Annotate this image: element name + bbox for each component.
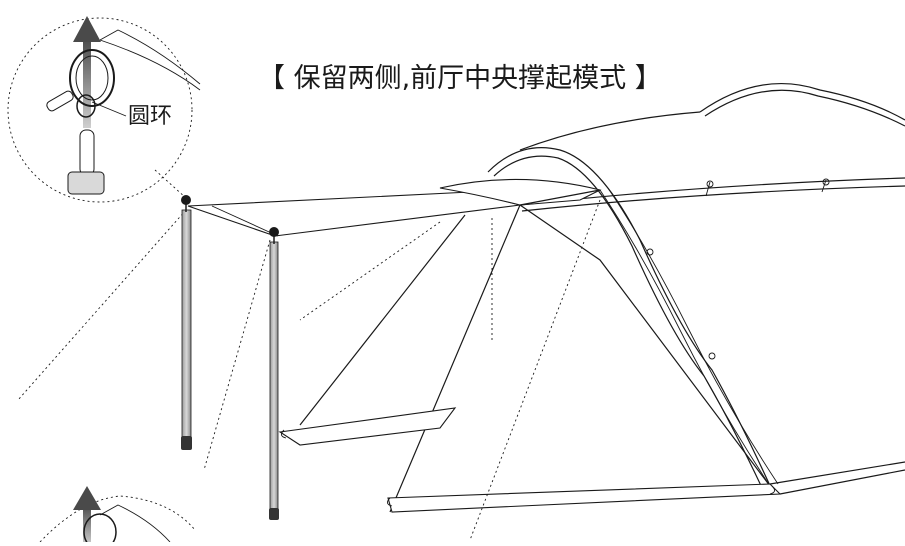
ring-detail-inset	[7, 16, 201, 203]
page-title: 【 保留两侧,前厅中央撑起模式 】	[258, 63, 662, 94]
guy-lines	[17, 169, 601, 541]
ring-label: 圆环	[128, 104, 173, 129]
tent-body	[187, 82, 905, 513]
front-pole-left	[181, 195, 192, 450]
bottom-detail-inset	[39, 486, 196, 546]
front-pole-right	[269, 227, 279, 520]
